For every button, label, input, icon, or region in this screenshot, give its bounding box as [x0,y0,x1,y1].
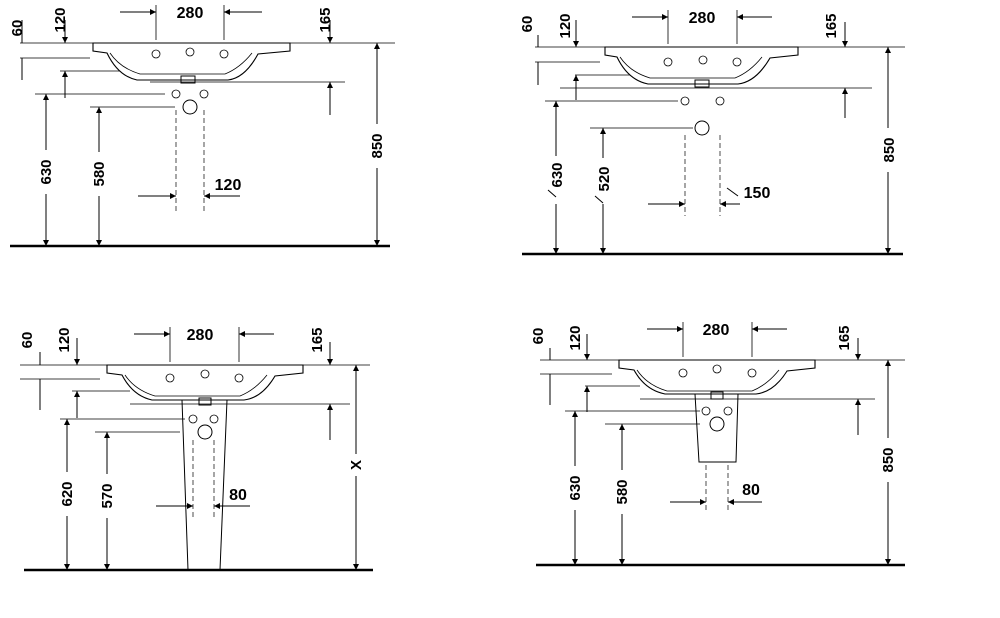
dim-580: 580 [614,479,631,504]
dim-165: 165 [317,7,334,32]
dim-280: 280 [177,5,204,22]
basin [604,46,799,85]
dim-850: 850 [880,447,897,472]
drain [694,79,710,88]
drain [180,75,196,84]
dim-60: 60 [9,20,26,37]
dim-spacing: 80 [229,487,247,504]
dim-580: 580 [91,161,108,186]
dim-120-top: 120 [56,327,73,352]
dim-spacing: 150 [744,185,771,202]
dim-60: 60 [530,328,547,345]
dim-165: 165 [836,325,853,350]
waste-outlet [709,416,725,432]
dim-630: 630 [549,162,566,187]
waste-outlet [694,120,710,136]
dim-630: 630 [38,159,55,184]
pedestal [181,399,228,571]
view-pedestal: 60 120 280 165 620 570 X 80 [19,327,373,572]
dim-850: 850 [881,137,898,162]
drain [198,397,212,406]
dim-60: 60 [19,332,36,349]
dim-570: 570 [99,483,116,508]
dim-630: 630 [567,475,584,500]
basin [106,364,304,401]
waste-outlet [182,99,198,115]
dim-165: 165 [823,13,840,38]
view-wall-hung-trap: 60 120 280 165 630 520 850 150 [519,10,905,256]
waste-outlet [197,424,213,440]
dim-60: 60 [519,16,536,33]
dim-spacing: 80 [742,482,760,499]
basin [92,42,291,81]
dim-280: 280 [187,327,214,344]
view-semi-pedestal: 60 120 280 165 630 580 850 80 [530,322,905,567]
dim-520: 520 [596,166,613,191]
dim-280: 280 [703,322,730,339]
dim-165: 165 [309,327,326,352]
dim-spacing: 120 [215,177,242,194]
view-wall-hung: 60 120 280 165 630 580 850 120 [9,5,395,248]
dim-850: 850 [369,133,386,158]
semi-pedestal [694,393,739,463]
dim-280: 280 [689,10,716,27]
dim-120-top: 120 [567,325,584,350]
basin [618,359,816,395]
dim-120-top: 120 [52,7,69,32]
dim-x: X [348,460,365,470]
dim-120-top: 120 [557,13,574,38]
dim-620: 620 [59,481,76,506]
